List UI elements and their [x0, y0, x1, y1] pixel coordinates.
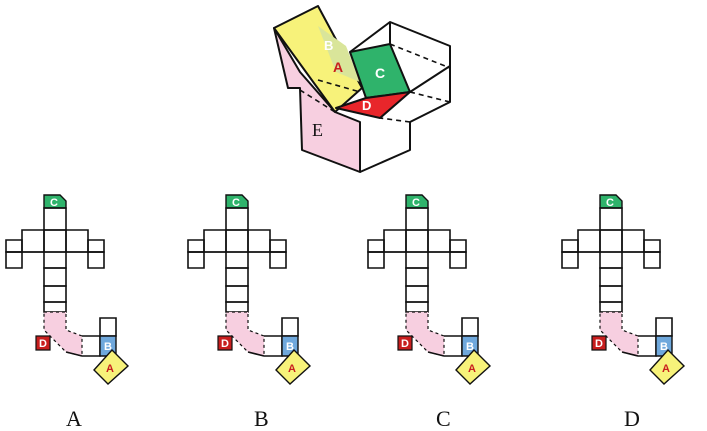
option-b-net [187, 194, 311, 385]
option-a-label-b: B [104, 341, 112, 353]
solid-figure: B A C D E [273, 5, 451, 173]
option-d-label-c: C [606, 197, 614, 209]
option-b-label-c: C [232, 197, 240, 209]
option-c-label-a: A [468, 363, 476, 375]
option-a-label-c: C [50, 197, 58, 209]
option-d-caption: D [624, 406, 640, 431]
option-b-caption: B [254, 406, 269, 431]
option-b[interactable]: C D B A B [187, 194, 311, 431]
solid-label-b: B [324, 38, 333, 53]
option-a[interactable]: C D B A A [5, 194, 129, 431]
option-d[interactable]: C D B A D [561, 194, 685, 431]
solid-face-b [318, 26, 360, 82]
option-b-label-d: D [221, 338, 229, 350]
option-b-label-b: B [286, 341, 294, 353]
option-d-label-b: B [660, 341, 668, 353]
solid-hidden-edges [299, 43, 451, 123]
solid-box [349, 21, 451, 173]
option-c-net [367, 194, 491, 385]
option-c[interactable]: C D B A C [367, 194, 491, 431]
solid-label-d: D [362, 98, 371, 113]
option-a-caption: A [66, 406, 82, 431]
option-c-label-b: B [466, 341, 474, 353]
solid-label-c: C [375, 65, 385, 81]
option-a-net [5, 194, 129, 385]
option-d-label-d: D [595, 338, 603, 350]
option-d-net [561, 194, 685, 385]
option-a-label-a: A [106, 363, 114, 375]
option-c-caption: C [436, 406, 451, 431]
option-d-label-a: A [662, 363, 670, 375]
option-c-label-c: C [412, 197, 420, 209]
option-c-label-d: D [401, 338, 409, 350]
solid-label-e: E [312, 120, 323, 140]
option-a-label-d: D [39, 338, 47, 350]
option-b-label-a: A [288, 363, 296, 375]
solid-label-a: A [333, 59, 343, 75]
